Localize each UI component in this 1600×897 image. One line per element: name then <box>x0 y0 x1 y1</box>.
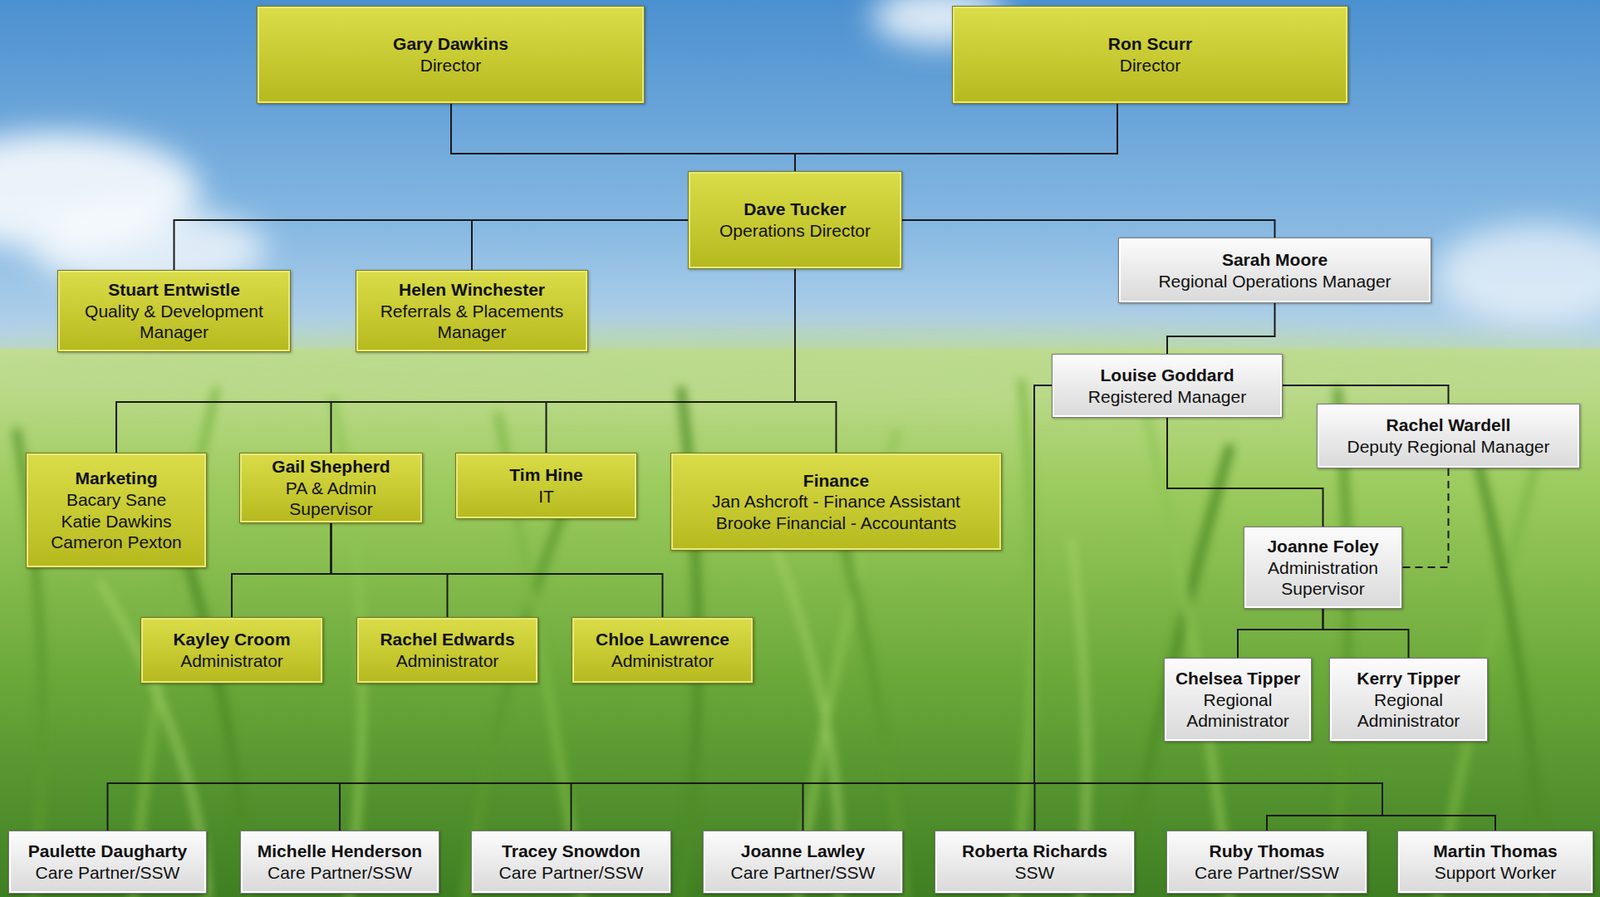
box-heading: Kerry Tipper <box>1356 667 1461 690</box>
box-heading: Kayley Croom <box>172 628 290 651</box>
org-box: Tim HineIT <box>455 452 638 520</box>
box-detail: Director <box>420 54 482 77</box>
connector-line <box>471 220 688 270</box>
connector-line <box>231 523 332 618</box>
connector-line <box>1237 608 1324 658</box>
box-heading: Ruby Thomas <box>1209 840 1326 863</box>
box-heading: Chelsea Tipper <box>1175 667 1301 690</box>
org-box: Michelle HendersonCare Partner/SSW <box>240 830 440 894</box>
connector-line <box>331 269 796 453</box>
connector-line <box>571 385 1053 831</box>
connector-line <box>107 385 1053 831</box>
box-heading: Louise Goddard <box>1099 364 1234 387</box>
connector-line <box>1167 417 1324 527</box>
org-box: Joanne LawleyCare Partner/SSW <box>702 830 904 894</box>
org-box: Rachel EdwardsAdministrator <box>356 617 539 684</box>
org-box: Ron ScurrDirector <box>952 5 1349 104</box>
connector-line <box>339 385 1052 831</box>
org-box: Rachel WardellDeputy Regional Manager <box>1316 403 1581 469</box>
connector-line <box>331 523 663 618</box>
connector-line <box>1282 385 1449 404</box>
connector-line <box>1402 468 1449 568</box>
box-detail: IT <box>538 485 555 508</box>
org-box: Paulette DaughartyCare Partner/SSW <box>8 830 207 894</box>
connector-line <box>331 523 448 618</box>
box-detail: Care Partner/SSW <box>1194 862 1340 884</box>
org-box: Chelsea TipperRegional Administrator <box>1163 657 1312 742</box>
box-heading: Stuart Entwistle <box>107 279 241 301</box>
box-heading: Gary Dawkins <box>392 33 509 55</box>
connector-line <box>1167 303 1276 354</box>
box-heading: Finance <box>803 470 869 492</box>
box-heading: Tracey Snowdon <box>501 840 641 863</box>
org-box: Louise GoddardRegistered Manager <box>1051 353 1283 418</box>
box-heading: Helen Winchester <box>398 279 545 301</box>
org-box: Tracey SnowdonCare Partner/SSW <box>471 830 672 894</box>
box-detail: Administration Supervisor <box>1248 557 1398 600</box>
box-detail: Care Partner/SSW <box>35 862 181 884</box>
connector-line <box>174 220 689 270</box>
box-heading: Gail Shepherd <box>271 456 390 478</box>
box-detail: Regional Administrator <box>1334 689 1483 732</box>
org-box: Gail ShepherdPA & Admin Supervisor <box>239 452 423 524</box>
box-heading: Tim Hine <box>509 464 583 486</box>
box-heading: Michelle Henderson <box>257 840 423 863</box>
box-heading: Martin Thomas <box>1433 840 1557 863</box>
box-heading: Paulette Daugharty <box>28 840 187 863</box>
org-box: Sarah MooreRegional Operations Manager <box>1118 237 1432 304</box>
org-box: Kerry TipperRegional Administrator <box>1329 657 1488 742</box>
org-box: Ruby ThomasCare Partner/SSW <box>1166 830 1368 894</box>
connector-line <box>451 103 796 172</box>
box-detail: Referrals & Placements Manager <box>360 300 584 344</box>
box-heading: Joanne Foley <box>1266 535 1379 558</box>
org-box: Dave TuckerOperations Director <box>687 171 903 270</box>
box-detail: Director <box>1119 54 1182 77</box>
box-detail: Deputy Regional Manager <box>1347 436 1551 458</box>
box-detail: PA & Admin Supervisor <box>244 477 418 521</box>
box-heading: Chloe Lawrence <box>595 628 730 651</box>
connector-line <box>1323 608 1409 658</box>
box-heading: Rachel Edwards <box>379 628 515 651</box>
org-box: Roberta RichardsSSW <box>934 830 1135 894</box>
connector-line <box>795 269 837 453</box>
box-heading: Roberta Richards <box>961 840 1108 863</box>
box-heading: Rachel Wardell <box>1386 414 1512 437</box>
org-box: Martin ThomasSupport Worker <box>1397 830 1594 894</box>
org-box: Kayley CroomAdministrator <box>140 617 324 684</box>
box-detail: Bacary Sane <box>66 489 167 511</box>
box-heading: Sarah Moore <box>1222 249 1328 271</box>
org-box: FinanceJan Ashcroft - Finance AssistantB… <box>670 452 1002 551</box>
box-detail: Regional Operations Manager <box>1158 270 1391 293</box>
box-heading: Dave Tucker <box>743 198 846 221</box>
box-detail: Registered Manager <box>1088 386 1247 408</box>
org-box: Stuart EntwistleQuality & Development Ma… <box>57 269 291 353</box>
box-detail: Support Worker <box>1434 862 1557 884</box>
box-detail: Care Partner/SSW <box>731 862 876 884</box>
box-detail: Care Partner/SSW <box>267 862 413 884</box>
org-box: Chloe LawrenceAdministrator <box>571 617 754 684</box>
box-detail: SSW <box>1015 862 1056 884</box>
box-detail: Quality & Development Manager <box>62 300 286 344</box>
org-box: Joanne FoleyAdministration Supervisor <box>1243 526 1403 609</box>
box-detail: Administrator <box>611 650 715 673</box>
box-heading: Joanne Lawley <box>741 840 865 863</box>
box-detail: Regional Administrator <box>1168 689 1307 732</box>
box-detail: Administrator <box>180 650 284 673</box>
connector-line <box>902 220 1276 238</box>
box-detail: Brooke Financial - Accountants <box>716 512 958 535</box>
box-detail: Cameron Pexton <box>50 531 182 554</box>
box-detail: Care Partner/SSW <box>499 862 644 884</box>
box-detail: Katie Dawkins <box>60 510 172 533</box>
box-heading: Ron Scurr <box>1108 33 1193 55</box>
connector-line <box>1034 385 1052 831</box>
box-detail: Administrator <box>396 650 500 673</box>
org-box: MarketingBacary SaneKatie DawkinsCameron… <box>25 452 207 569</box>
org-box: Helen WinchesterReferrals & Placements M… <box>355 269 589 353</box>
box-detail: Jan Ashcroft - Finance Assistant <box>711 490 961 513</box>
connector-line <box>795 103 1118 172</box>
box-detail: Operations Director <box>719 220 871 242</box>
org-box: Gary DawkinsDirector <box>256 5 645 104</box>
box-heading: Marketing <box>74 467 158 490</box>
